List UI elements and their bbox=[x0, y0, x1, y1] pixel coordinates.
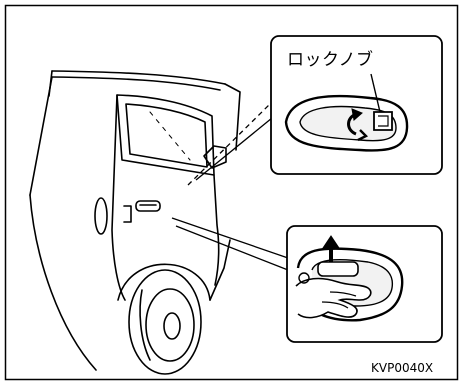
figure-code: KVP0040X bbox=[371, 361, 433, 375]
wheel-rim bbox=[146, 289, 194, 361]
callout-door-handle bbox=[287, 226, 442, 342]
van-body bbox=[30, 71, 240, 374]
door-handle bbox=[136, 201, 160, 211]
lock-knob-label: ロックノブ bbox=[287, 45, 373, 70]
wheel-hub bbox=[164, 313, 180, 339]
body-indent bbox=[95, 198, 107, 234]
